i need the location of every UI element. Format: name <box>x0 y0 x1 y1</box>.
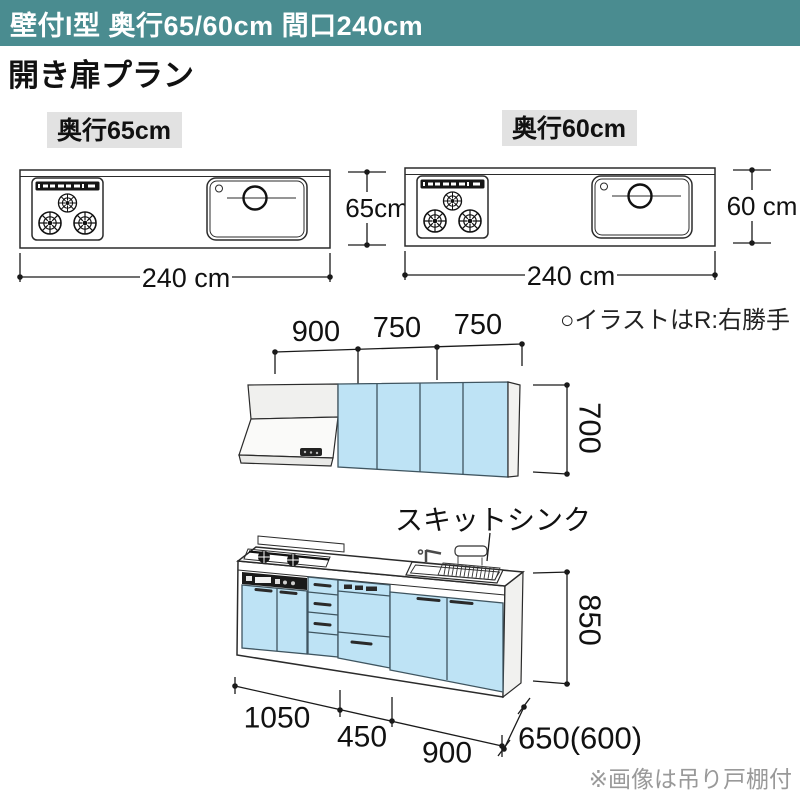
base-dim-900: 900 <box>422 737 472 770</box>
drawer-stack <box>307 576 339 658</box>
range-hood <box>238 383 339 467</box>
handedness-note: ○イラストはR:右勝手 <box>559 307 790 334</box>
wall-height-dim-text: 700 <box>573 402 608 454</box>
plan-title: 開き扉プラン <box>8 58 194 93</box>
sink-3d <box>405 545 504 584</box>
sink-basket <box>437 545 501 581</box>
wall-cabinet-doors <box>337 381 521 478</box>
base-cabinet-doors-left <box>241 584 308 655</box>
top-view-60: 奥行60cm 240 cm 60 cm <box>401 110 798 291</box>
base-height-dim <box>532 569 571 687</box>
hanging-shelf-note: ※画像は吊り戸棚付 <box>588 766 792 792</box>
kitchen-diagram: 奥行65cm 240 cm 65cm 奥行60cm 240 cm 60 cm <box>16 110 798 770</box>
wall-cabinet-side-panel <box>507 381 521 478</box>
base-depth-dim <box>497 697 531 757</box>
top-view-65: 奥行65cm 240 cm 65cm <box>16 112 409 293</box>
depth-label-65-box <box>47 112 182 148</box>
appliance-unit <box>337 579 391 669</box>
page-header: 壁付I型 奥行65/60cm 間口240cm <box>0 0 800 46</box>
wall-cabinet-height-dim <box>532 382 570 477</box>
wall-cabinet-width-dims <box>272 341 525 385</box>
base-cabinet-doors-sink <box>389 591 504 693</box>
counter-top-view-65 <box>20 170 330 248</box>
page-title: 壁付I型 奥行65/60cm 間口240cm <box>10 10 424 41</box>
cooktop-3d <box>243 548 331 568</box>
depth-label-60: 奥行60cm <box>512 115 626 143</box>
width-dim-text-60: 240 cm <box>527 261 616 291</box>
counter-edge-band <box>237 569 506 596</box>
depth-label-60-box <box>502 110 637 146</box>
wall-dim-750a: 750 <box>373 312 421 344</box>
depth-dim-text-60: 60 cm <box>727 191 798 221</box>
faucet <box>417 549 442 562</box>
sink-leader-line <box>486 532 491 562</box>
wall-dim-900: 900 <box>292 316 340 348</box>
sink-name-label: スキットシンク <box>395 505 591 536</box>
base-depth-dim-text: 650(600) <box>518 721 642 756</box>
counter-top-view-60 <box>405 168 715 246</box>
base-dim-1050: 1050 <box>244 702 311 735</box>
depth-label-65: 奥行65cm <box>57 117 171 145</box>
wall-dim-750b: 750 <box>454 309 502 341</box>
cooktop-control-panel <box>242 572 307 590</box>
base-height-dim-text: 850 <box>573 594 608 646</box>
base-cabinet-side-panel <box>502 570 524 699</box>
backsplash <box>257 535 345 553</box>
width-dim-text-65: 240 cm <box>142 263 231 293</box>
wall-cabinet-diagram: 900 750 750 <box>238 309 608 478</box>
depth-dim-text-65: 65cm <box>345 193 409 223</box>
base-cabinet-diagram: スキットシンク <box>232 505 642 770</box>
base-dim-450: 450 <box>337 721 387 754</box>
